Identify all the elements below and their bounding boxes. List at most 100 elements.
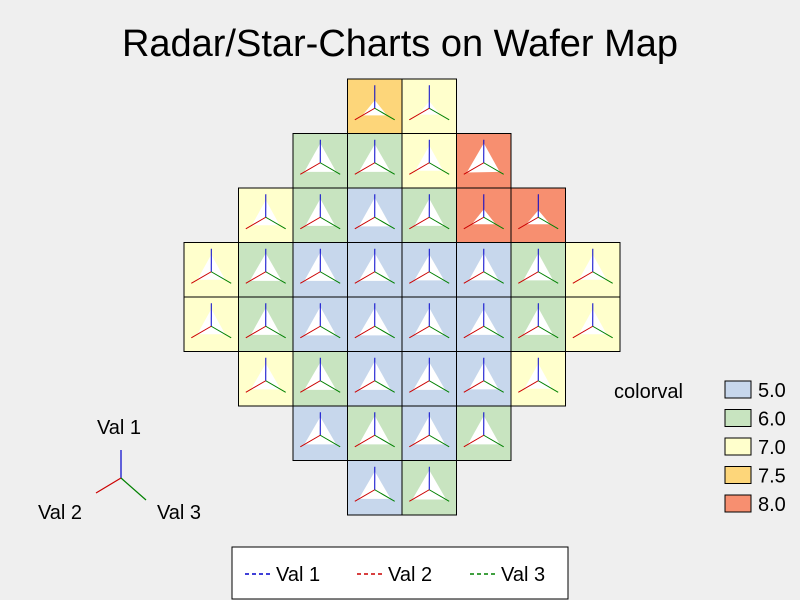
radar-axis-line [428,271,450,284]
radar-axis-line [245,380,267,393]
wafer-cell [292,296,348,352]
radar-axis-line [374,107,395,121]
radar-axis-line [409,325,430,339]
radar-axis-line [428,107,450,121]
wafer-grid [183,78,621,516]
radar-axis-line [463,271,485,284]
radar-axis-line [319,380,341,393]
radar-axis-line [354,489,376,502]
radar-axis-line [537,216,559,230]
radar-axis-line [463,380,485,393]
series-legend: Val 1 Val 2 Val 3 [231,546,569,600]
wafer-cell [510,296,566,352]
radar-axis-line [319,216,341,230]
wafer-cell [401,187,457,243]
chart-title: Radar/Star-Charts on Wafer Map [122,23,678,65]
radar-axis-line [518,271,539,284]
radar-axis-line [374,162,395,175]
radar-axis-line [191,271,212,284]
colorscale-legend: colorval 5.06.07.07.58.0 [614,380,786,516]
wafer-cell [456,405,512,461]
radar-axis-line [319,271,341,284]
legend-label-val2: Val 2 [388,564,432,586]
wafer-cell [183,296,239,352]
wafer-cell [347,242,403,298]
colorscale-level-label: 6.0 [758,409,786,431]
wafer-cell [347,351,403,407]
wafer-cell [347,405,403,461]
radar-axis-line [354,380,376,393]
radar-axis-line [319,434,341,448]
radar-axis-line [409,380,430,393]
wafer-cell [401,242,457,298]
radar-axis-line [354,434,376,448]
radar-axis-line [518,216,539,230]
radar-axis-line [374,434,395,448]
radar-axis-line [319,325,341,339]
radar-axis-line [572,271,594,284]
radar-axis-line [354,325,376,339]
wafer-cell [456,296,512,352]
radar-axis-line [483,434,504,448]
wafer-cell [238,296,294,352]
radar-axis-line [428,489,450,502]
wafer-cell [456,187,512,243]
colorscale-swatch [724,437,752,456]
wafer-cell [347,78,403,134]
radar-axis-line [428,380,450,393]
wafer-cell [401,405,457,461]
radar-axis-line [245,271,267,284]
radar-axis-line [374,271,395,284]
radar-axis-line [354,216,376,230]
radar-axis-line [245,325,267,339]
wafer-cell [292,405,348,461]
radar-axis-line [300,271,321,284]
wafer-cell [565,242,621,298]
radar-axis-line [210,325,232,339]
radar-axis-line [354,162,376,175]
radar-axis-line [409,107,430,121]
radar-axis-line [265,271,286,284]
wafer-cell [510,351,566,407]
radar-axis-line [463,434,485,448]
radar-axis-line [300,162,321,175]
wafer-cell [347,296,403,352]
radar-axis-line [265,216,286,230]
radar-axis-line [265,380,286,393]
radar-axis-line [374,216,395,230]
wafer-cell [401,133,457,189]
colorscale-label: colorval [614,381,683,403]
key-label-val1: Val 1 [97,417,141,439]
colorscale-level-label: 7.0 [758,437,786,459]
wafer-cell [510,242,566,298]
radar-axis-line [300,216,321,230]
radar-axis-line [374,380,395,393]
radar-axis-line [592,325,613,339]
radar-axis-line [300,380,321,393]
radar-axis-line [300,325,321,339]
radar-axis-line [409,216,430,230]
wafer-cell [292,133,348,189]
radar-axis-line [428,216,450,230]
wafer-cell [347,133,403,189]
legend-label-val3: Val 3 [501,564,545,586]
radar-axis-line [483,216,504,230]
radar-axis-line [191,325,212,339]
colorscale-level-label: 8.0 [758,494,786,516]
wafer-cell [238,187,294,243]
wafer-cell [347,187,403,243]
radar-axis-line [300,434,321,448]
radar-axis-line [428,325,450,339]
legend-label-val1: Val 1 [276,564,320,586]
radar-axis-line [483,325,504,339]
radar-axis-line [518,380,539,393]
series-legend-box [231,546,569,600]
radar-axis-line [463,325,485,339]
radar-axis-line [245,216,267,230]
wafer-cell [456,133,512,189]
radar-axis-line [265,325,286,339]
radar-axis-line [409,434,430,448]
axis-key: Val 1 Val 2 Val 3 [38,417,201,524]
wafer-cell [565,296,621,352]
